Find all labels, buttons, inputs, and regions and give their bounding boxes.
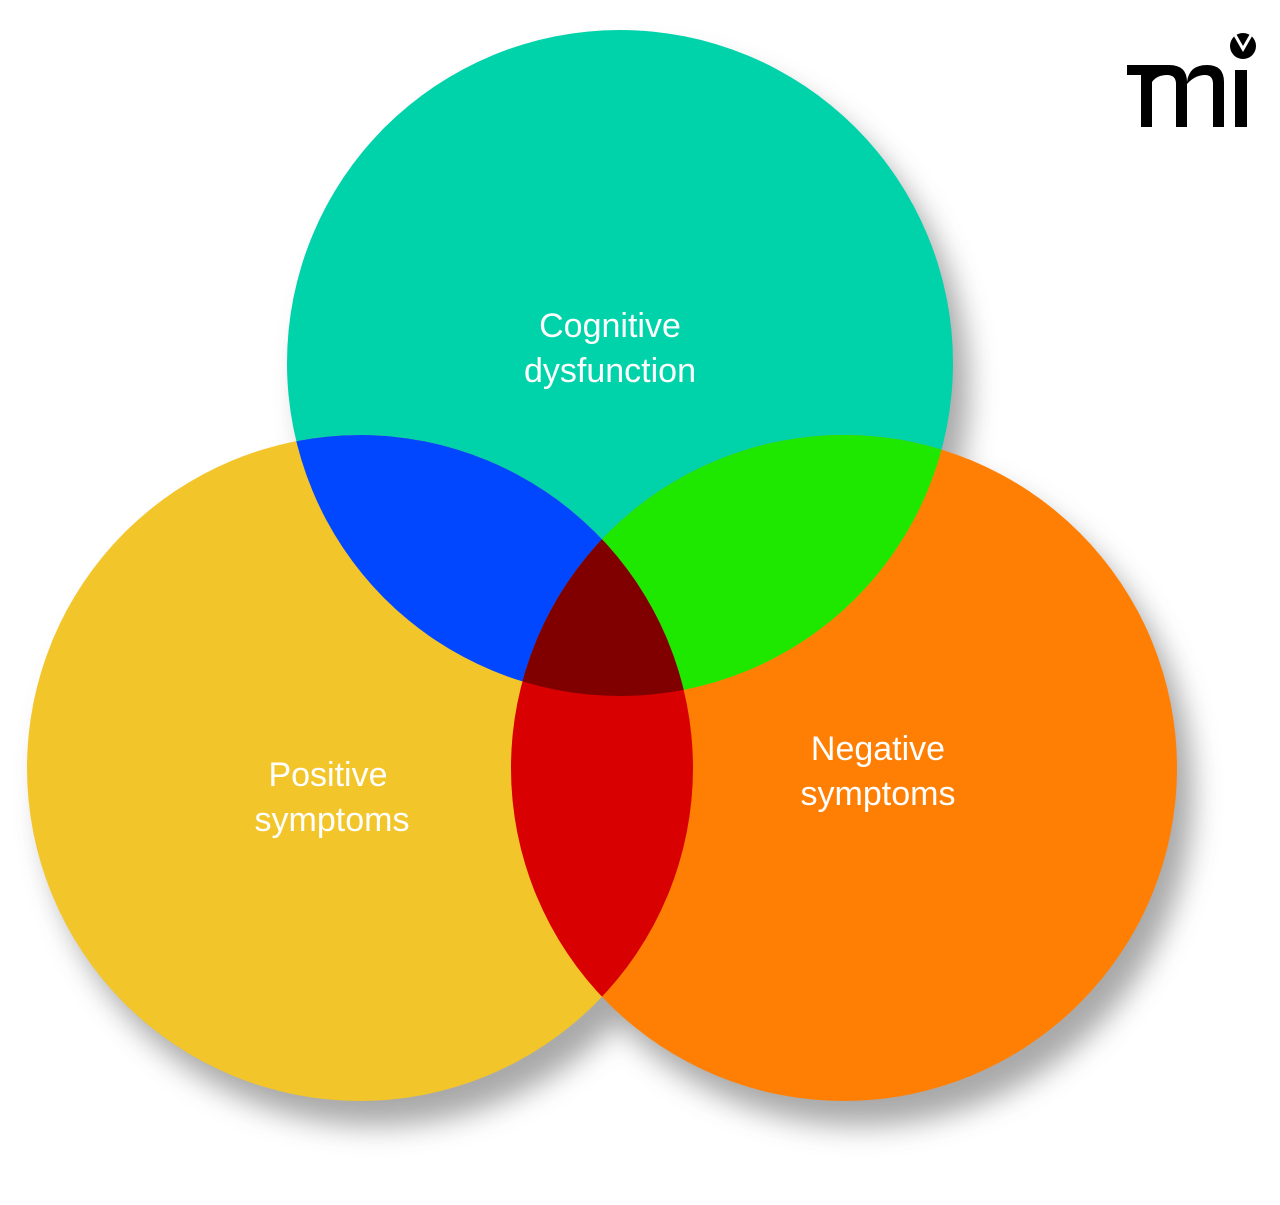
label-cognitive-line2: dysfunction bbox=[524, 352, 696, 390]
label-positive-line1: Positive bbox=[268, 756, 387, 794]
label-negative-line2: symptoms bbox=[801, 775, 956, 813]
label-positive-line2: symptoms bbox=[255, 801, 410, 839]
label-cognitive-line1: Cognitive bbox=[539, 307, 681, 345]
intersection-cognitive-positive bbox=[287, 435, 693, 696]
logo-mark bbox=[1127, 33, 1256, 127]
mi-logo bbox=[1127, 33, 1256, 127]
logo-check-icon bbox=[1233, 34, 1253, 53]
label-negative-line1: Negative bbox=[811, 730, 945, 768]
intersection-cognitive-negative bbox=[511, 435, 953, 696]
